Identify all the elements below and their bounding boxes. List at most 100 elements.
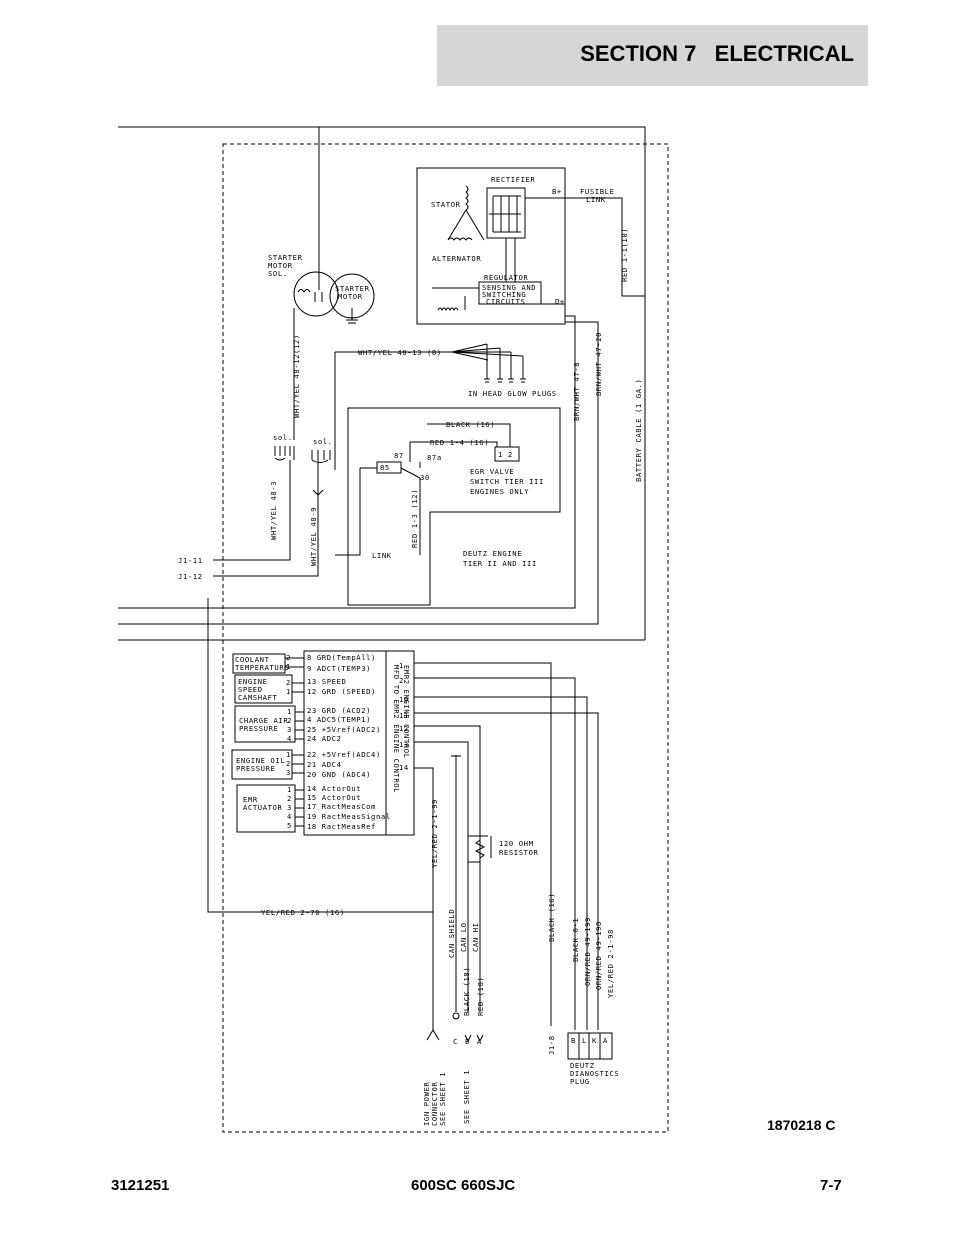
ecu-pin-label: 15 ActorOut — [307, 793, 361, 802]
label-conn-a: A — [477, 1037, 482, 1046]
label-rectifier: RECTIFIER — [491, 175, 535, 184]
label-speed-2: SPEED — [238, 685, 263, 694]
conn-ign — [426, 1029, 440, 1041]
label-sol-1: sol. — [273, 433, 293, 442]
label-glow-plugs: IN HEAD GLOW PLUGS — [468, 389, 557, 398]
wire-ecu-1 — [414, 662, 552, 1026]
ecu-right-pin-label: 2 — [399, 676, 404, 685]
ecu-pin-label: 18 RactMeasRef — [307, 822, 376, 831]
footer-document-number: 3121251 — [111, 1177, 170, 1194]
glow-plug-grounds — [484, 378, 526, 383]
ecu-pin-label: 24 ADC2 — [307, 734, 342, 743]
label-speed-1: ENGINE — [238, 677, 268, 686]
ecu-pin-label: 20 GND (ADC4) — [307, 770, 371, 779]
label-sensing-1: SENSING AND — [482, 283, 536, 292]
label-starter-sol-1: STARTER — [268, 253, 303, 262]
wire-link — [335, 468, 361, 556]
ecu-pin-label: 8 GRD(TempAll) — [307, 653, 376, 662]
sensor-pin-number: 2 — [286, 678, 291, 687]
conn-arrows — [464, 1034, 484, 1043]
label-coolant-2: TEMPERATURE — [235, 663, 289, 672]
ecu-pin-label: 12 GRD (SPEED) — [307, 687, 376, 696]
wire-48-3 — [213, 460, 291, 561]
sensor-pin-number: 1 — [287, 785, 292, 794]
label-egr-plug: 1 2 — [498, 450, 513, 459]
sensor-pin-number: 1 — [286, 662, 291, 671]
label-battery-cable: BATTERY CABLE (1 GA.) — [634, 379, 643, 482]
label-yel-red-2-1-98: YEL/RED 2-1-98 — [606, 929, 615, 998]
label-link: LINK — [372, 551, 392, 560]
label-see-sheet: SEE SHEET 1 — [462, 1070, 471, 1124]
label-deutz-diag-1: DEUTZ — [570, 1061, 595, 1070]
label-red-18: RED (18) — [476, 977, 485, 1016]
wire-yel-red-2-70 — [207, 598, 433, 913]
section-title: SECTION 7 ELECTRICAL — [580, 41, 854, 66]
sensor-pin-number: 5 — [287, 821, 292, 830]
label-relay-30: 30 — [420, 473, 430, 482]
sensor-pin-number: 3 — [287, 725, 292, 734]
diag-plug-dividers — [578, 1033, 601, 1059]
label-egr-2: SWITCH TIER III — [470, 477, 544, 486]
wire-ecu-14 — [414, 767, 434, 1030]
label-j1-12: J1-12 — [178, 572, 203, 581]
label-can-hi: CAN HI — [471, 922, 480, 952]
wire-ecu-13 — [414, 741, 469, 1012]
ecu-pin-label: 17 RactMeasCom — [307, 802, 376, 811]
label-wht-yel-48-9: WHT/YEL 48-9 — [309, 507, 318, 566]
conn-c-circle — [452, 1012, 460, 1020]
label-deutz-diag-2: DIANOSTICS — [570, 1069, 619, 1078]
ecu-box — [303, 650, 415, 836]
ground-symbol — [312, 489, 324, 503]
relay-contacts — [360, 462, 421, 498]
label-black-16-b: BLACK (16) — [547, 893, 556, 942]
deutz-engine-box — [347, 407, 561, 606]
speed-box — [234, 674, 293, 704]
label-red-1-1: RED 1-1(10) — [620, 228, 629, 282]
ecu-right-pin-label: 10 — [399, 695, 409, 704]
resistor-120-ohm — [468, 835, 492, 863]
solenoid-2 — [311, 440, 336, 463]
sensor-pin-number: 1 — [287, 707, 292, 716]
charge-box — [234, 705, 296, 743]
sensor-pin-number: 2 — [287, 716, 292, 725]
label-regulator: REGULATOR — [484, 273, 528, 282]
label-ign-2: CONNECTOR — [430, 1082, 439, 1126]
starter-solenoid — [293, 271, 339, 317]
diag-plug-pin: L — [582, 1036, 587, 1045]
label-conn-b: B — [465, 1037, 470, 1046]
label-alternator: ALTERNATOR — [432, 254, 481, 263]
label-can-lo: CAN LO — [459, 922, 468, 952]
diag-plug-pin: B — [571, 1036, 576, 1045]
diag-plug-pin: K — [592, 1036, 597, 1045]
ecu-pin-label: 25 +5Vref(ADC2) — [307, 725, 381, 734]
label-ign-1: IGN POWER — [422, 1082, 431, 1126]
label-orn-red-49-198: ORN/RED 49-198 — [594, 921, 603, 990]
solenoid-1 — [274, 446, 295, 461]
ecu-pin-label: 21 ADC4 — [307, 760, 342, 769]
label-red-1-4: RED 1-4 (16) — [430, 438, 489, 447]
sensor-pin-number: 4 — [287, 812, 292, 821]
label-wht-yel-48-13: WHT/YEL 48-13 (8) — [358, 348, 442, 357]
ecu-right-pin-label: 12 — [399, 724, 409, 733]
label-relay-87a: 87a — [427, 453, 442, 462]
label-speed-3: CAMSHAFT — [238, 693, 277, 702]
label-fusible-2: LINK — [586, 195, 606, 204]
label-yel-red-2-1-99: YEL/RED 2-1-99 — [430, 799, 439, 868]
label-brn-wht-47-8: BRN/WHT 47-8 — [572, 362, 581, 421]
ecu-pin-label: 23 GRD (ACD2) — [307, 706, 371, 715]
label-emr-2: ACTUATOR — [243, 803, 282, 812]
label-ecu-title-1: EMR2 ENGINE CONTROL — [402, 665, 411, 759]
label-emr-1: EMR — [243, 795, 258, 804]
starter-contacts — [297, 289, 358, 324]
label-ign-3: SEE SHEET 1 — [438, 1072, 447, 1126]
sensor-pin-number: 3 — [286, 768, 291, 777]
label-yel-red-2-70: YEL/RED 2-70 (16) — [261, 908, 345, 917]
label-deutz-1: DEUTZ ENGINE — [463, 549, 522, 558]
sensor-pin-number: 1 — [286, 687, 291, 696]
alternator-box — [416, 167, 566, 325]
